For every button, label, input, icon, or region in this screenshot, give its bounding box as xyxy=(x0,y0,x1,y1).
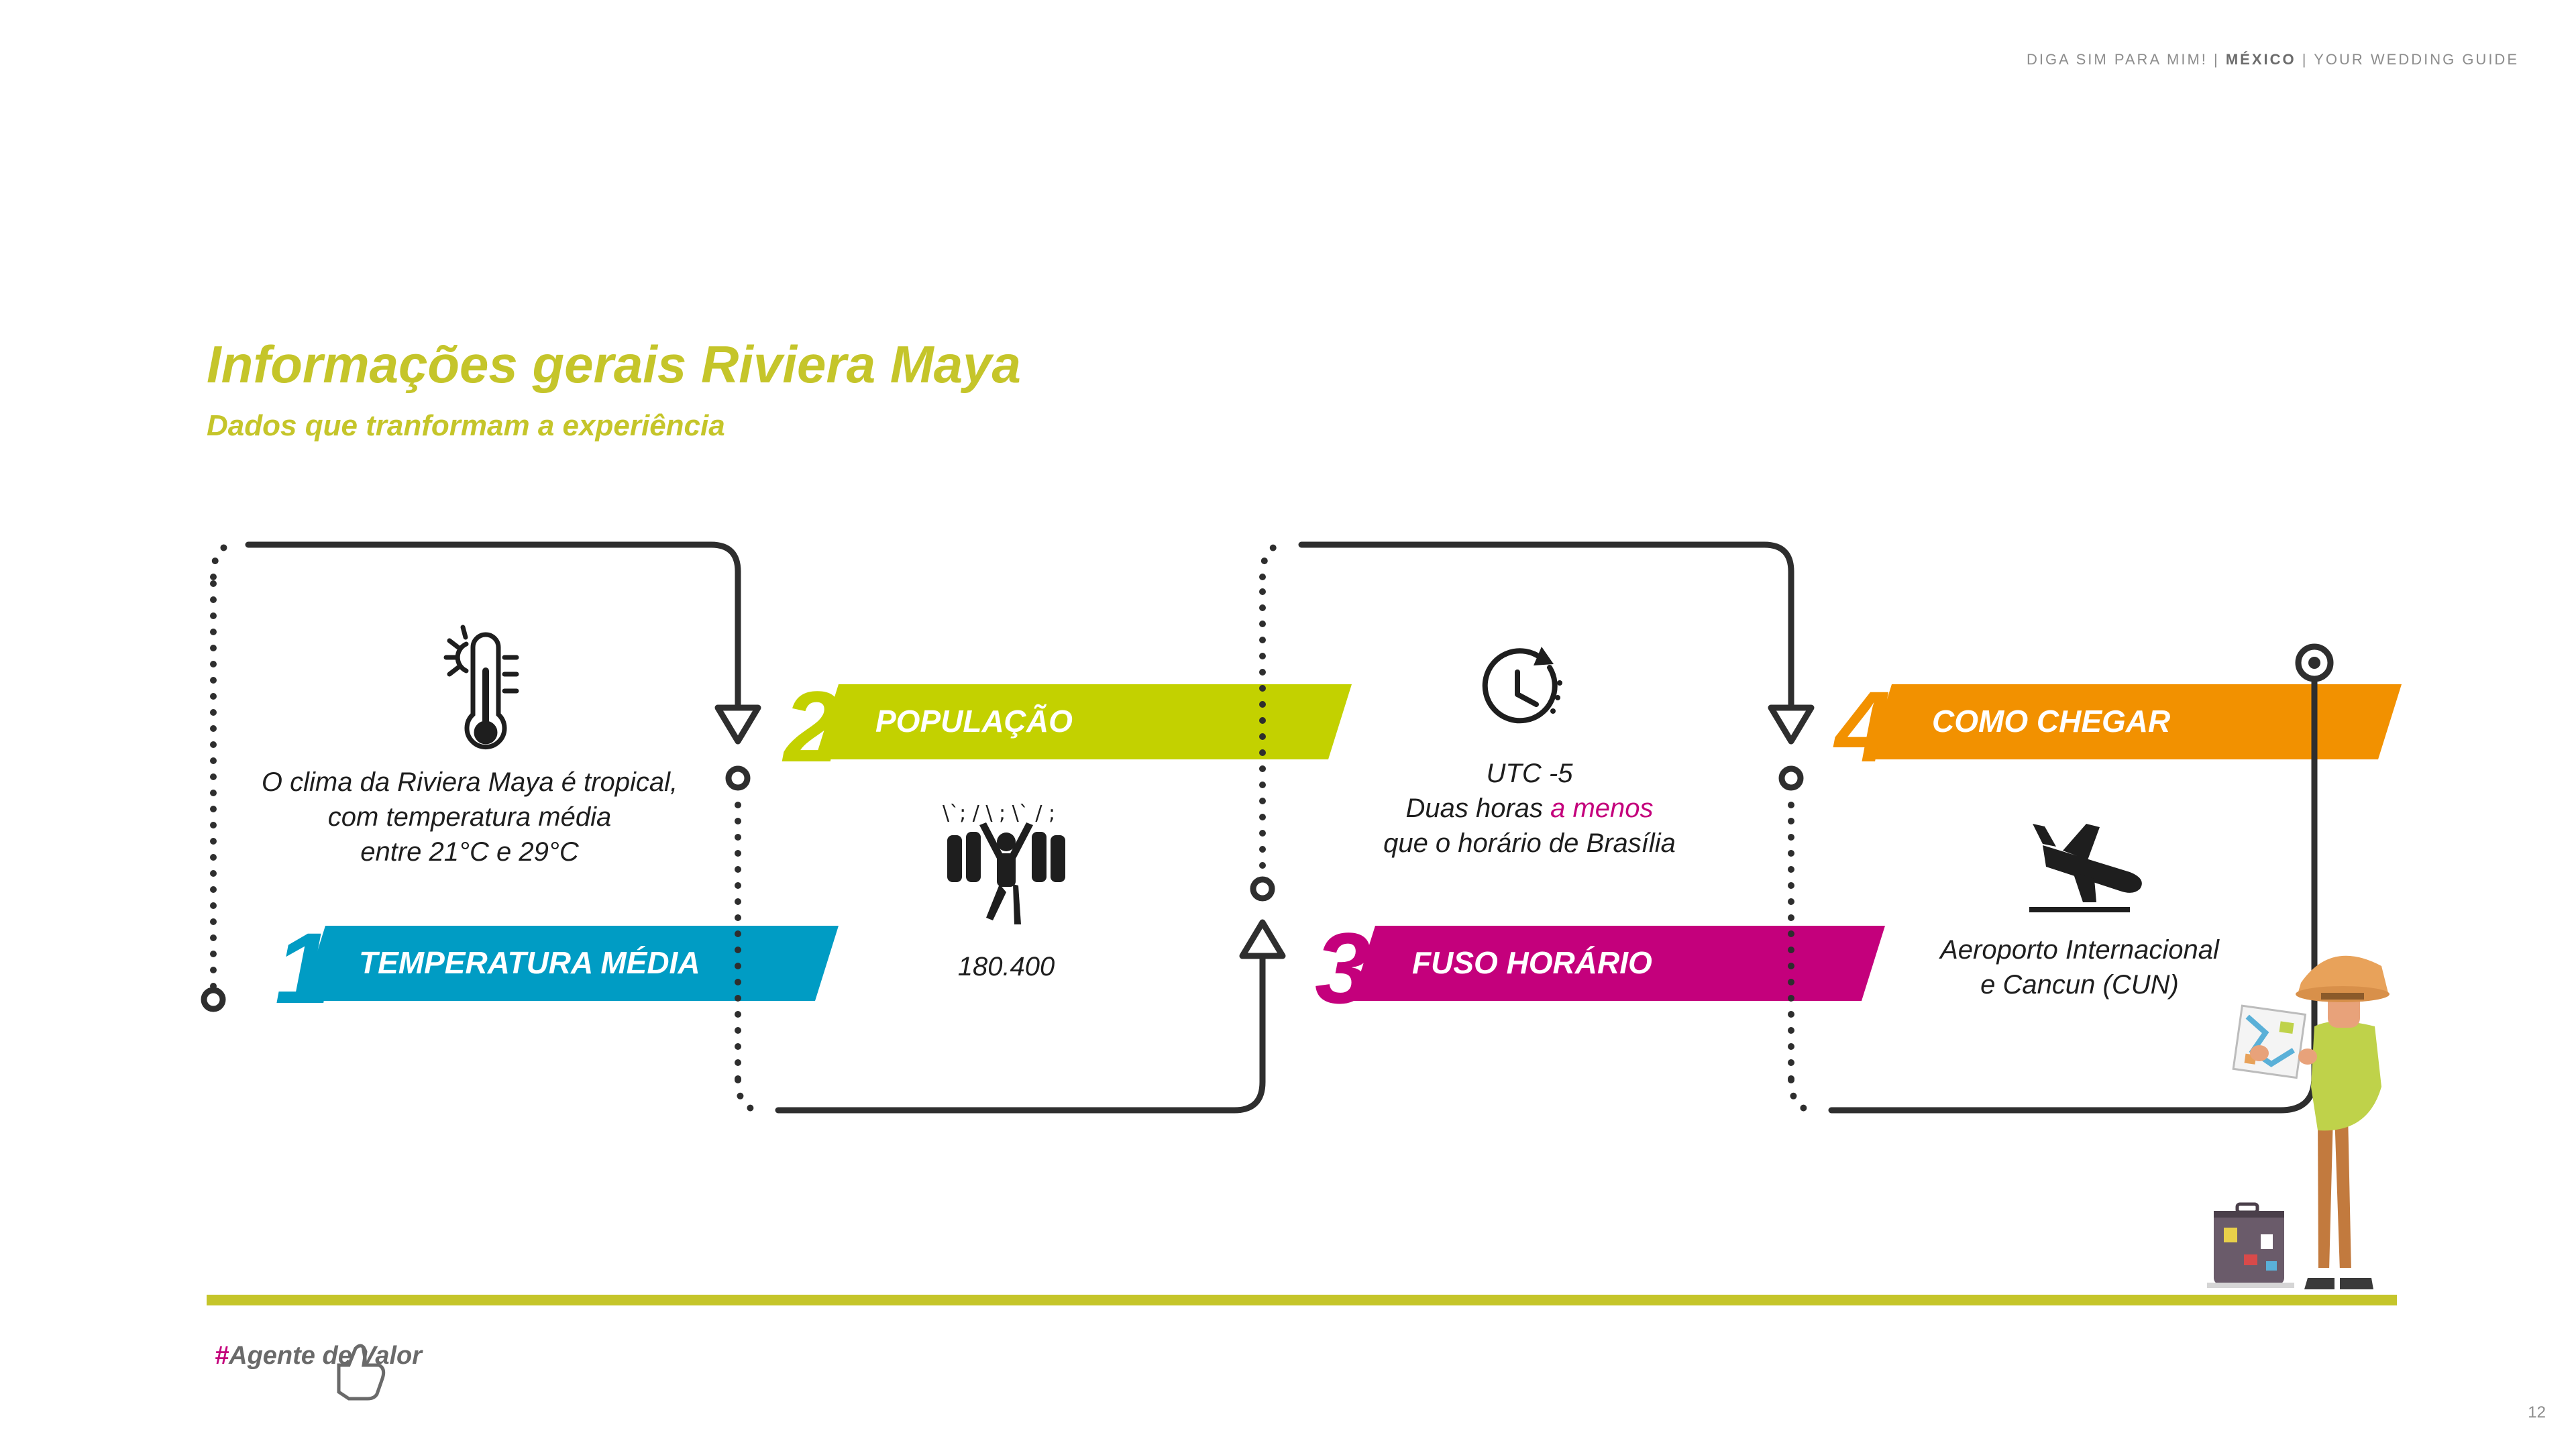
thumbs-up-icon xyxy=(337,1344,386,1401)
step-1-number: 1 xyxy=(275,912,331,1024)
header-brand: DIGA SIM PARA MIM! xyxy=(2026,51,2208,68)
connector-4-curve-dotted xyxy=(1788,1077,1818,1114)
node-4-top xyxy=(1778,765,1804,791)
connector-1-solid xyxy=(245,541,741,708)
step-2-description: 180.400 xyxy=(957,952,1055,981)
clock-icon xyxy=(1482,647,1562,724)
thermometer-sun-icon xyxy=(443,625,519,749)
traveler-with-map-icon xyxy=(2207,955,2390,1289)
node-end-dot xyxy=(2308,657,2320,669)
step-3-label: FUSO HORÁRIO xyxy=(1412,945,1652,980)
step-2-number: 2 xyxy=(784,670,840,783)
page-number: 12 xyxy=(2528,1403,2546,1421)
page-header: DIGA SIM PARA MIM! | MÉXICO | YOUR WEDDI… xyxy=(2026,51,2519,68)
step-3-number: 3 xyxy=(1315,912,1371,1024)
step-2-label: POPULAÇÃO xyxy=(875,704,1073,739)
banner-step-4 xyxy=(1868,684,2402,759)
crowd-icon: \`; / \ ; \` / ; xyxy=(943,802,1065,924)
connector-1-curve-dotted xyxy=(210,541,238,580)
arrow-up-2 xyxy=(1239,919,1286,959)
connector-3-curve-dotted xyxy=(1259,541,1288,580)
header-country: MÉXICO xyxy=(2225,51,2296,68)
connector-3-solid xyxy=(1298,541,1794,708)
arrow-down-3 xyxy=(1768,704,1815,745)
page-title: Informações gerais Riviera Maya xyxy=(207,335,1021,394)
connector-2-curve-dotted xyxy=(735,1077,765,1114)
banner-step-1 xyxy=(302,926,839,1001)
node-start xyxy=(201,987,226,1012)
page-subtitle: Dados que tranformam a experiência xyxy=(207,409,725,442)
step-4-description: Aeroporto Internacional e Cancun (CUN) xyxy=(1940,935,2219,1000)
node-2-top xyxy=(725,765,751,791)
step-1-label: TEMPERATURA MÉDIA xyxy=(359,945,700,980)
arrow-down-1 xyxy=(714,704,761,745)
banner-step-3 xyxy=(1352,926,1885,1001)
footer-logo: #Agente de Valor xyxy=(215,1342,423,1370)
airplane-landing-icon xyxy=(2029,824,2142,912)
step-4-number: 4 xyxy=(1835,670,1891,783)
header-guide: YOUR WEDDING GUIDE xyxy=(2314,51,2519,68)
step-4-label: COMO CHEGAR xyxy=(1932,704,2171,739)
node-3-top xyxy=(1250,876,1275,902)
banner-step-2 xyxy=(815,684,1352,759)
svg-text:\`; / \ ; \` / ;: \`; / \ ; \` / ; xyxy=(943,802,1055,825)
connector-2-solid xyxy=(775,949,1266,1114)
footer-line xyxy=(207,1295,2397,1305)
step-3-description: UTC -5 Duas horas a menos que o horário … xyxy=(1383,759,1676,858)
step-1-description: O clima da Riviera Maya é tropical, com … xyxy=(261,767,678,867)
